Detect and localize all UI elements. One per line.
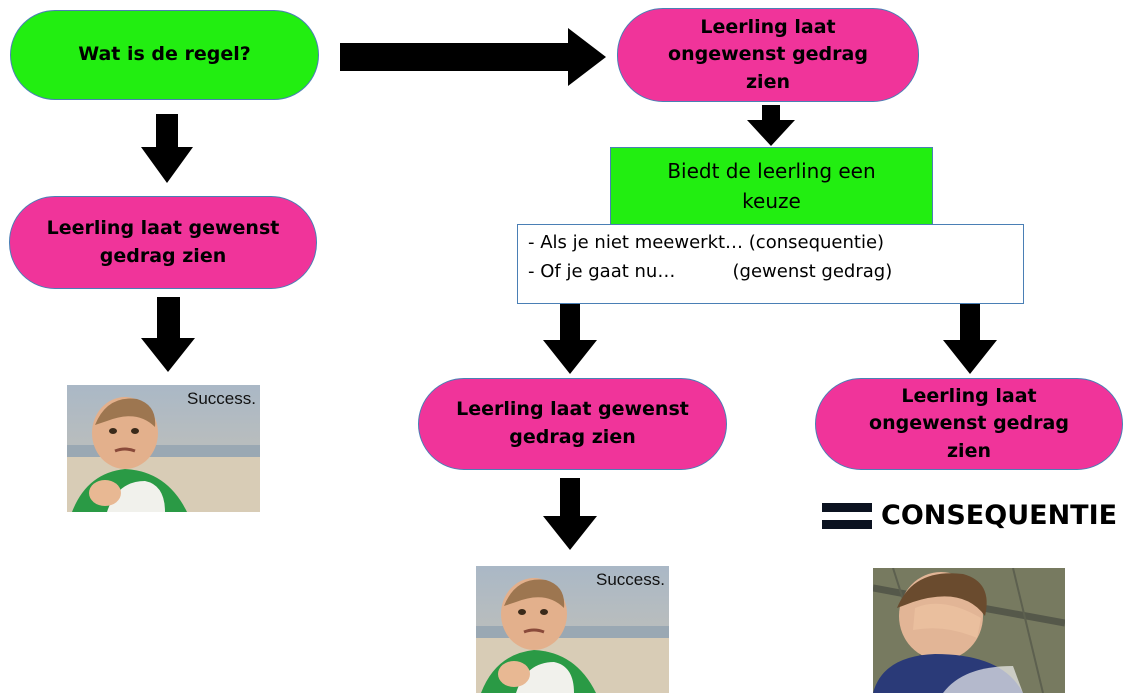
arrow-down xyxy=(747,105,795,146)
arrow-down xyxy=(141,297,195,372)
consequence-heading: CONSEQUENTIE xyxy=(822,500,1117,531)
success-caption: Success. xyxy=(596,570,665,589)
consequence-label: CONSEQUENTIE xyxy=(881,500,1118,531)
wanted-behavior-label-left: Leerling laat gewenst gedrag zien xyxy=(46,216,280,267)
success-kid-photo-middle: Success. xyxy=(476,566,669,693)
facepalm-kid-photo xyxy=(873,568,1065,693)
arrow-down xyxy=(141,114,193,183)
offer-choice-label: Biedt de leerling een keuze xyxy=(667,159,876,213)
unwanted-behavior-label-right: Leerling laat ongewenst gedrag zien xyxy=(869,384,1069,462)
arrow-right xyxy=(340,28,606,86)
choice-option-consequence: - Als je niet meewerkt… (consequentie) xyxy=(528,232,885,253)
rule-node: Wat is de regel? xyxy=(10,10,319,100)
wanted-behavior-node-left: Leerling laat gewenst gedrag zien xyxy=(9,196,317,289)
offer-choice-node: Biedt de leerling een keuze xyxy=(610,147,933,225)
arrow-down xyxy=(943,303,997,374)
choice-option-wanted: - Of je gaat nu… (gewenst gedrag) xyxy=(528,261,893,282)
equals-icon xyxy=(822,502,872,529)
success-kid-photo-left: Success. xyxy=(67,385,260,512)
choice-options-box: - Als je niet meewerkt… (consequentie) -… xyxy=(517,224,1024,304)
arrow-down xyxy=(543,303,597,374)
success-caption: Success. xyxy=(187,389,256,408)
rule-label: Wat is de regel? xyxy=(78,43,251,66)
wanted-behavior-label-middle: Leerling laat gewenst gedrag zien xyxy=(456,398,689,448)
unwanted-behavior-node: Leerling laat ongewenst gedrag zien xyxy=(617,8,919,102)
unwanted-behavior-node-right: Leerling laat ongewenst gedrag zien xyxy=(815,378,1123,470)
success-kid-illustration xyxy=(67,385,260,512)
success-kid-illustration xyxy=(476,566,669,693)
facepalm-kid-illustration xyxy=(873,568,1065,693)
arrow-down xyxy=(543,478,597,550)
unwanted-behavior-label: Leerling laat ongewenst gedrag zien xyxy=(668,15,868,93)
wanted-behavior-node-middle: Leerling laat gewenst gedrag zien xyxy=(418,378,727,470)
